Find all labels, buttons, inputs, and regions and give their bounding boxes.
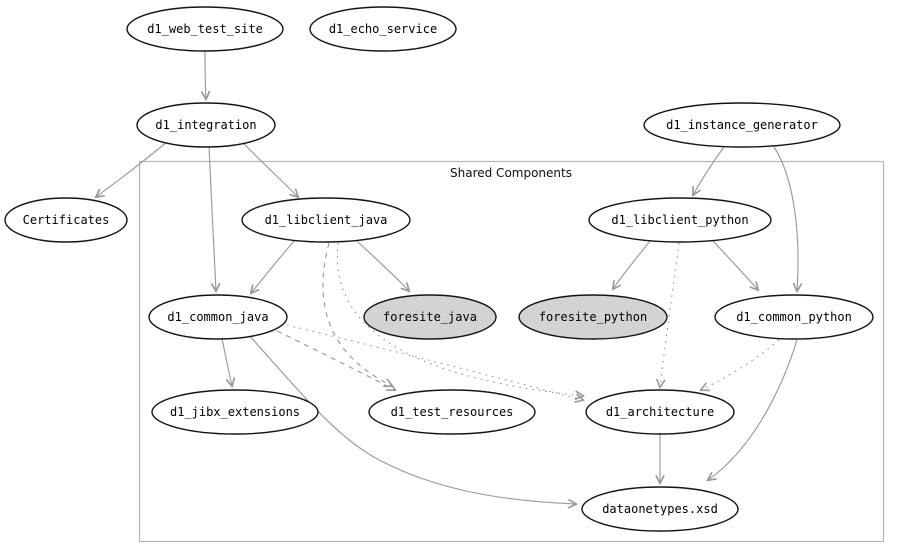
node-d1_jibx_extensions: d1_jibx_extensions [151, 389, 319, 435]
node-foresite_python: foresite_python [518, 294, 668, 340]
edge-d1_common_python-to-d1_architecture [701, 339, 780, 390]
edge-d1_instance_generator-to-d1_common_python [773, 146, 798, 291]
node-d1_architecture-label: d1_architecture [606, 405, 714, 419]
node-d1_libclient_java: d1_libclient_java [241, 197, 411, 243]
edge-d1_integration-to-certificates [96, 140, 169, 197]
edge-d1_common_python-to-dataonetypes_xsd [708, 339, 798, 480]
node-d1_echo_service-label: d1_echo_service [329, 22, 437, 36]
node-d1_jibx_extensions-label: d1_jibx_extensions [170, 405, 300, 419]
edge-d1_integration-to-d1_common_java [208, 146, 216, 291]
node-d1_libclient_python-shape [588, 197, 772, 243]
node-d1_test_resources-shape [368, 389, 536, 435]
node-certificates-shape [4, 197, 128, 243]
node-d1_common_java: d1_common_java [148, 294, 288, 340]
node-dataonetypes_xsd: dataonetypes.xsd [581, 486, 739, 532]
edge-d1_common_java-to-dataonetypes_xsd [247, 333, 576, 504]
node-d1_common_python-shape [714, 294, 874, 340]
nodes-layer: d1_web_test_site d1_echo_service d1_inte… [4, 6, 874, 532]
node-d1_architecture: d1_architecture [585, 389, 735, 435]
node-d1_common_java-label: d1_common_java [167, 310, 268, 324]
node-d1_integration-label: d1_integration [155, 118, 256, 132]
edge-d1_instance_generator-to-d1_libclient_python [693, 146, 725, 195]
node-d1_common_python: d1_common_python [714, 294, 874, 340]
node-foresite_python-shape [518, 294, 668, 340]
shared-components-cluster-label: Shared Components [450, 166, 572, 180]
shared-components-cluster-box [138, 160, 885, 543]
node-certificates-label: Certificates [23, 213, 110, 227]
edge-d1_libclient_java-to-foresite_java [356, 240, 409, 291]
node-foresite_python-label: foresite_python [539, 310, 647, 324]
node-d1_instance_generator-shape [643, 102, 841, 148]
edges-layer [96, 50, 798, 504]
edge-d1_common_java-to-d1_jibx_extensions [221, 338, 232, 386]
node-d1_libclient_python: d1_libclient_python [588, 197, 772, 243]
node-d1_common_python-label: d1_common_python [736, 310, 852, 324]
node-d1_architecture-shape [585, 389, 735, 435]
node-d1_libclient_java-shape [241, 197, 411, 243]
node-d1_libclient_python-label: d1_libclient_python [611, 213, 748, 227]
edge-d1_integration-to-d1_libclient_java [242, 142, 298, 197]
node-d1_integration: d1_integration [136, 102, 276, 148]
node-certificates: Certificates [4, 197, 128, 243]
node-dataonetypes_xsd-label: dataonetypes.xsd [602, 502, 718, 516]
node-d1_instance_generator: d1_instance_generator [643, 102, 841, 148]
node-d1_web_test_site: d1_web_test_site [126, 6, 284, 52]
node-d1_jibx_extensions-shape [151, 389, 319, 435]
node-d1_libclient_java-label: d1_libclient_java [265, 213, 388, 227]
node-d1_test_resources: d1_test_resources [368, 389, 536, 435]
edge-d1_web_test_site-to-d1_integration [205, 50, 206, 99]
node-d1_test_resources-label: d1_test_resources [391, 405, 514, 419]
edge-d1_libclient_java-to-d1_common_java [251, 239, 296, 293]
node-d1_web_test_site-label: d1_web_test_site [147, 22, 263, 36]
node-d1_instance_generator-label: d1_instance_generator [666, 118, 818, 132]
node-d1_web_test_site-shape [126, 6, 284, 52]
node-d1_integration-shape [136, 102, 276, 148]
node-foresite_java-shape [363, 294, 497, 340]
node-dataonetypes_xsd-shape [581, 486, 739, 532]
node-d1_echo_service-shape [309, 6, 457, 52]
edge-d1_libclient_python-to-d1_common_python [712, 240, 758, 290]
node-foresite_java: foresite_java [363, 294, 497, 340]
node-d1_echo_service: d1_echo_service [309, 6, 457, 52]
node-foresite_java-label: foresite_java [383, 310, 477, 324]
node-d1_common_java-shape [148, 294, 288, 340]
edge-d1_libclient_python-to-foresite_python [613, 240, 651, 289]
edge-d1_common_java-to-d1_test_resources [276, 330, 395, 390]
